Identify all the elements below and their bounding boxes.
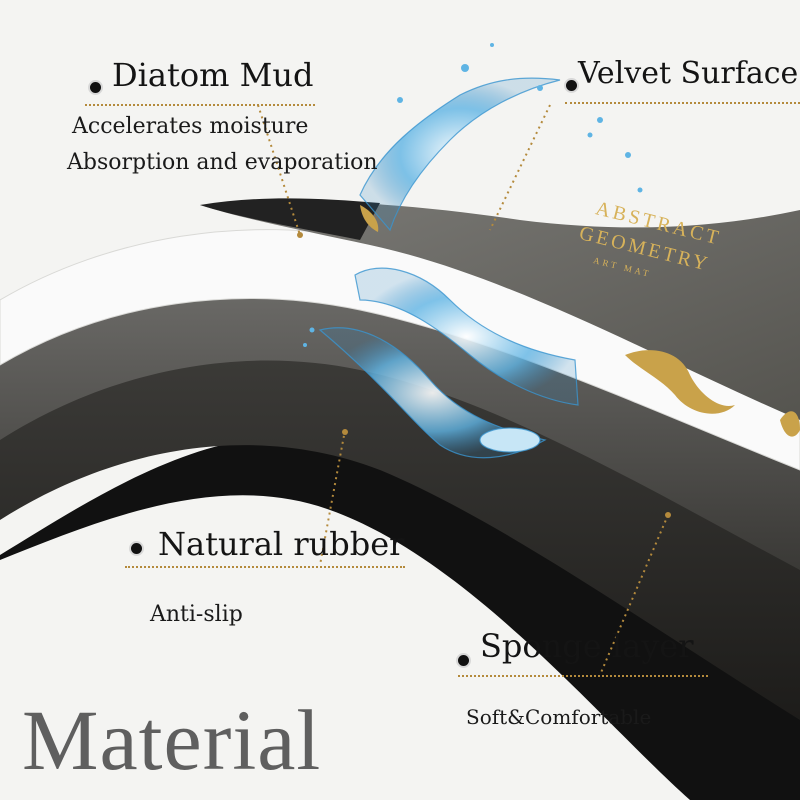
sponge-bullet-icon (458, 655, 469, 666)
gold-accent (780, 411, 800, 437)
rubber-desc: Anti-slip (150, 602, 243, 627)
diatom-layer (0, 229, 800, 471)
water-droplets (303, 43, 643, 347)
sponge-anchor (665, 512, 671, 518)
material-heading: Material (22, 692, 322, 788)
rubber-layer (0, 436, 800, 800)
rubber-bullet-icon (131, 543, 142, 554)
sponge-title: Sponge layer (480, 627, 694, 665)
diatom-title: Diatom Mud (112, 56, 314, 94)
rubber-anchor (342, 429, 348, 435)
velvet-surface (200, 200, 800, 420)
gold-accent (360, 205, 379, 232)
sponge-desc: Soft&Comfortable (466, 705, 652, 729)
velvet-underline (565, 102, 800, 104)
rubber-underline (125, 566, 405, 568)
diatom-bullet-icon (90, 82, 101, 93)
rubber-title: Natural rubber (158, 525, 405, 563)
sponge-leader-line (599, 514, 669, 676)
rubber-leader-line (319, 429, 346, 566)
diatom-anchor (297, 232, 303, 238)
diatom-desc-2: Absorption and evaporation (67, 150, 378, 175)
diatom-underline (85, 104, 315, 106)
water-splash-icon (318, 77, 579, 459)
sponge-underline (458, 675, 708, 677)
gold-accent (625, 350, 735, 414)
velvet-title: Velvet Surface (578, 56, 799, 91)
mid-layer (0, 294, 800, 570)
velvet-bullet-icon (566, 80, 577, 91)
diatom-desc-1: Accelerates moisture (72, 114, 309, 139)
sponge-layer (0, 348, 800, 720)
velvet-leader-line (489, 104, 551, 231)
velvet-dark-edge (200, 198, 380, 240)
